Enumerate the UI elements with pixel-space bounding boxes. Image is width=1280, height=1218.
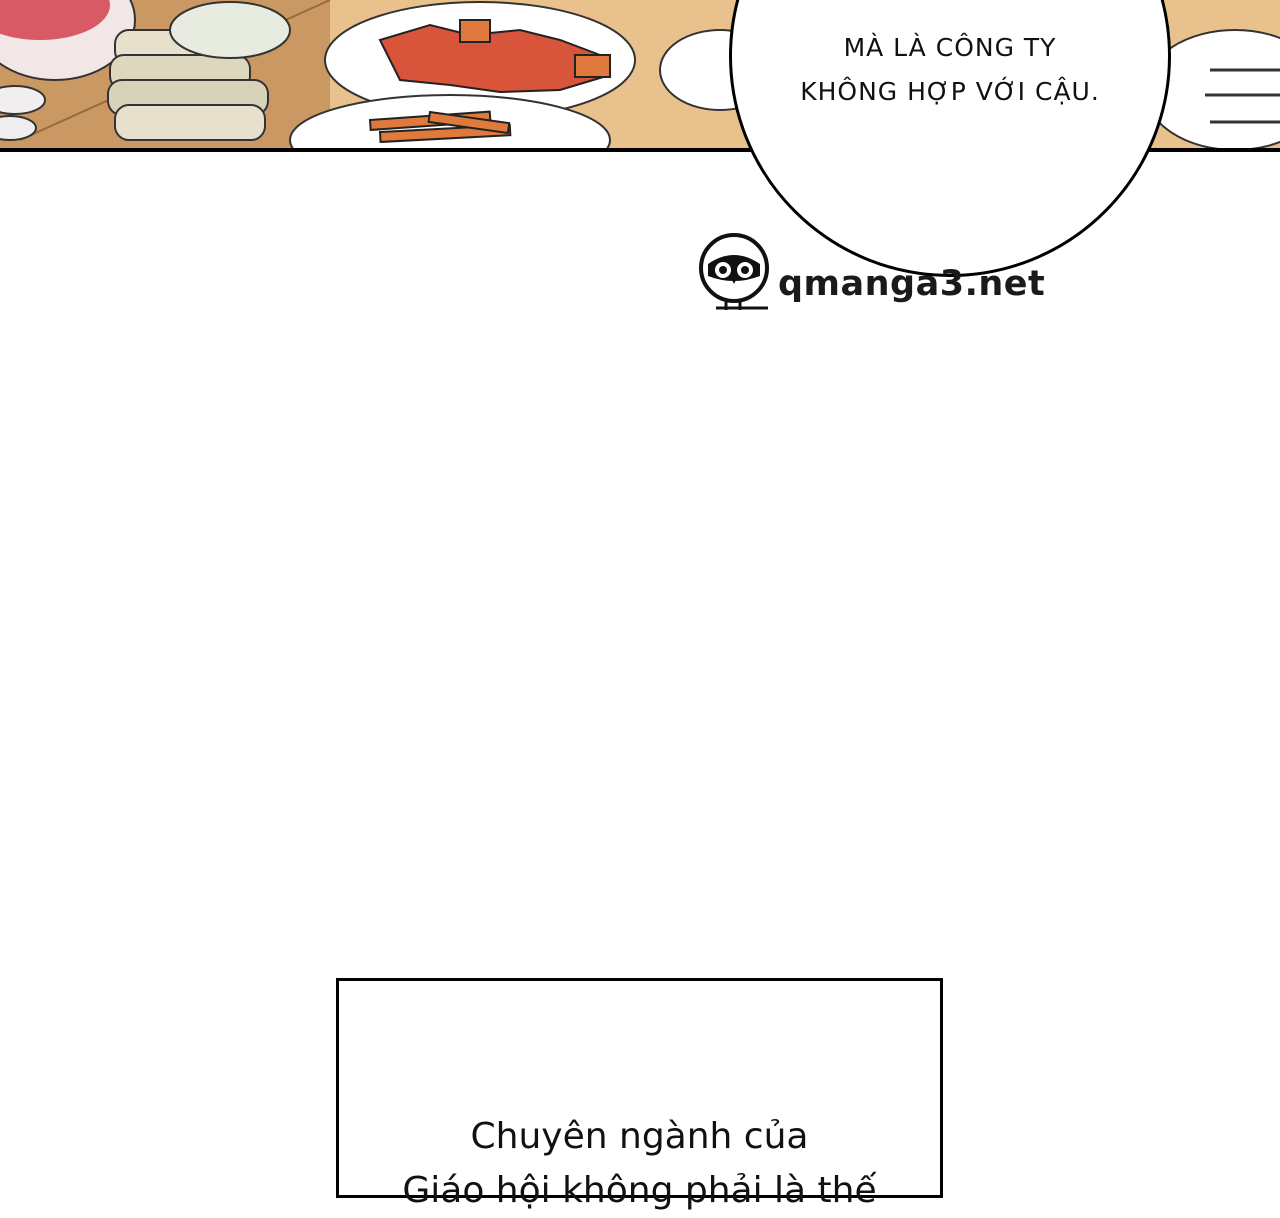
bubble-line-1: MÀ LÀ CÔNG TY bbox=[843, 33, 1057, 62]
caption-line-1: Chuyên ngành của bbox=[470, 1116, 809, 1157]
watermark-text: qmanga3.net bbox=[778, 264, 1046, 304]
caption-line-2: Giáo hội không phải là thế bbox=[402, 1170, 877, 1211]
caption-text: Chuyên ngành của Giáo hội không phải là … bbox=[336, 1110, 943, 1218]
caption-box bbox=[336, 978, 943, 1198]
owl-logo-icon bbox=[699, 233, 769, 310]
speech-bubble-text: MÀ LÀ CÔNG TY KHÔNG HỢP VỚI CẬU. bbox=[760, 26, 1140, 114]
bubble-line-2: KHÔNG HỢP VỚI CẬU. bbox=[800, 77, 1100, 106]
